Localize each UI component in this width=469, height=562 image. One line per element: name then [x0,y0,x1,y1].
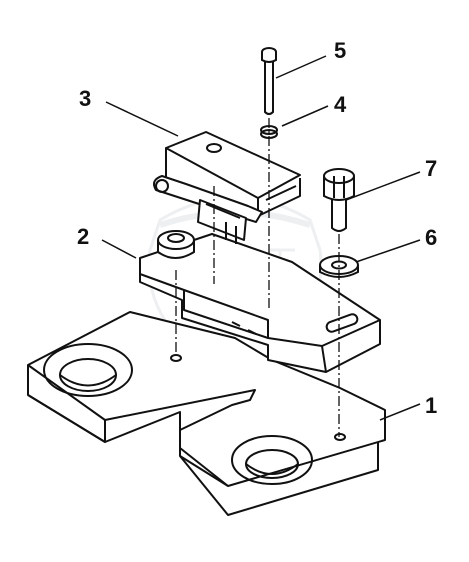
callout-2: 2 [77,224,89,249]
callout-6: 6 [425,225,437,250]
bracket-nut [157,230,195,259]
bracket [139,233,381,373]
callout-4: 4 [334,92,347,117]
base-plate [27,311,386,516]
microswitch [153,131,301,244]
bolt [323,168,355,232]
callout-5: 5 [334,38,346,63]
base-plate-screw-hole-b [334,433,346,441]
callout-1: 1 [425,393,437,418]
base-plate-hole-right [231,435,313,485]
callout-3: 3 [79,86,91,111]
callout-7: 7 [425,156,437,181]
assembly-axes [175,118,340,437]
screw [261,47,277,115]
leader-lines [101,55,421,421]
base-plate-hole-left [43,343,133,397]
